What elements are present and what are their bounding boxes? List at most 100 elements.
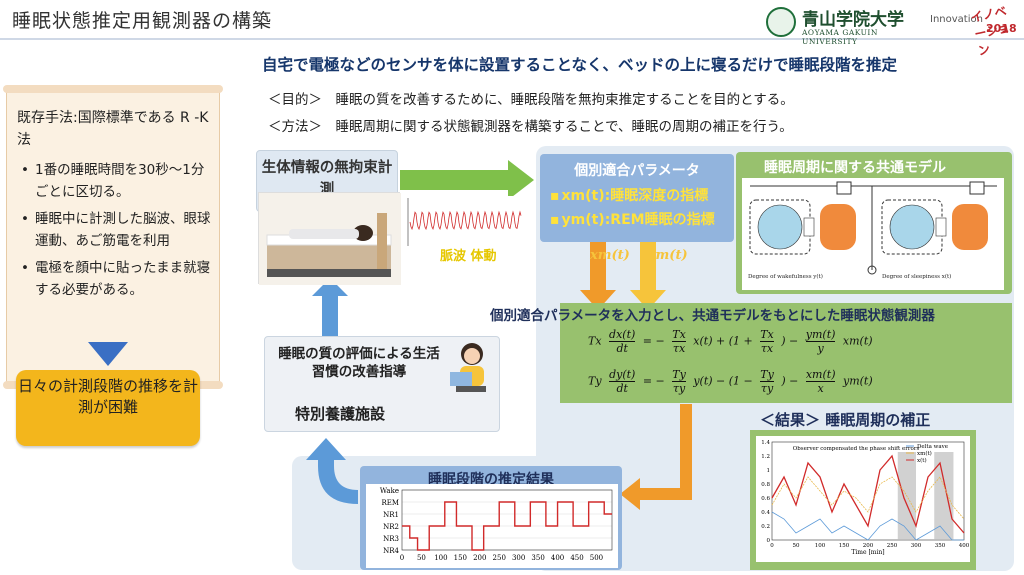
sleep-stage-tick: NR4: [383, 547, 399, 555]
eq1-t2: Tx: [672, 328, 686, 342]
eq2-t1: dt: [616, 382, 628, 395]
sleep-frame: [401, 489, 613, 551]
badge-innovation: Innovation: [930, 14, 983, 25]
result-y-tick: 1: [767, 468, 771, 474]
logo-en: AOYAMA GAKUIN UNIVERSITY: [802, 28, 878, 46]
list-item: 睡眠中に計測した脳波、眼球運動、あご筋電を利用: [21, 208, 217, 252]
result-x-tick: 150: [839, 543, 850, 549]
result-y-tick: 1.4: [761, 440, 770, 446]
ym-label: ym(t): [648, 248, 688, 263]
model-box: 睡眠周期に関する共通モデル Degree of wakeful: [736, 152, 1012, 294]
model-note-2: Degree of sleepiness x(t): [882, 273, 951, 280]
page-title: 睡眠状態推定用観測器の構築: [12, 10, 273, 32]
sleep-x-tick: 450: [570, 554, 583, 562]
method-text: ＜方法＞ 睡眠周期に関する状態観測器を構築することで、睡眠の周期の補正を行う。: [268, 119, 793, 135]
result-series-line: [771, 476, 965, 520]
arrow-up-blue-curve: [306, 438, 358, 504]
param-box: 個別適合パラメータ xm(t):睡眠深度の指標 ym(t):REM睡眠の指標: [540, 154, 734, 242]
observer-title: 個別適合パラメータを入力とし、共通モデルをもとにした睡眠状態観測器: [490, 308, 935, 324]
facility-label: 特別養護施設: [295, 405, 386, 423]
model-note-1: Degree of wakefulness y(t): [748, 273, 823, 280]
arrow-down-orange-result: [620, 404, 692, 510]
headline: 自宅で電極などのセンサを体に設置することなく、ベッドの上に寝るだけで睡眠段階を推…: [262, 56, 898, 74]
sleep-x-tick: 300: [512, 554, 525, 562]
arrow-down-yellow-y: [630, 242, 666, 310]
sleep-x-tick: 500: [590, 554, 603, 562]
down-arrow-icon: [88, 342, 128, 366]
eq1-t4: x(t) + (1 +: [693, 334, 753, 348]
list-item: 1番の睡眠時間を30秒～1分ごとに区切る。: [21, 159, 217, 203]
legend-entry: x(t): [917, 457, 927, 464]
result-y-tick: 0: [767, 538, 771, 544]
existing-method-scroll: 既存手法:国際標準である R -K法 1番の睡眠時間を30秒～1分ごとに区切る。…: [3, 85, 223, 389]
list-item: 電極を顔中に貼ったまま就寝する必要がある。: [21, 257, 217, 301]
sleep-x-tick: 400: [551, 554, 564, 562]
result-x-tick: 350: [935, 543, 946, 549]
result-x-tick: 100: [815, 543, 826, 549]
eq2-t7: xm(t): [805, 368, 836, 382]
result-y-tick: 0.8: [761, 482, 770, 488]
result-y-tick: 0.4: [761, 510, 770, 516]
eq1-t8: y: [817, 342, 824, 355]
result-x-tick: 400: [959, 543, 970, 549]
sleep-stage-tick: Wake: [380, 487, 399, 495]
eq1-lhs: Tx: [588, 334, 602, 348]
eq2-t4: y(t) − (1 −: [693, 374, 753, 388]
sleep-stage-tick: REM: [381, 499, 399, 507]
eq1-t0: dx(t): [609, 328, 636, 342]
eq1-t3: τx: [672, 342, 686, 355]
university-logo: 青山学院大学 AOYAMA GAKUIN UNIVERSITY: [766, 5, 926, 46]
eq2-t9: ym(t): [842, 374, 873, 388]
eq2-t3: τy: [672, 382, 686, 395]
param-title: 個別適合パラメータ: [574, 163, 700, 179]
sleep-x-tick: 0: [400, 554, 404, 562]
model-title: 睡眠周期に関する共通モデル: [764, 160, 946, 176]
badge-year: 2018: [986, 22, 1017, 35]
arrow-up-blue-left: [312, 278, 348, 336]
sleep-stage-tick: NR3: [383, 535, 399, 543]
eq1-t9: xm(t): [842, 334, 873, 348]
eq1-t5: Tx: [760, 328, 774, 342]
model-diagram: Degree of wakefulness y(t) Degree of sle…: [742, 178, 1004, 290]
improve-title: 睡眠の質の評価による生活習慣の改善指導: [278, 346, 440, 380]
sleep-stage-tick: NR2: [383, 523, 399, 531]
existing-list: 1番の睡眠時間を30秒～1分ごとに区切る。 睡眠中に計測した脳波、眼球運動、あご…: [21, 159, 217, 306]
pulse-wave-plot: [404, 196, 524, 248]
bed-photo: [258, 192, 401, 285]
sleep-x-tick: 100: [434, 554, 447, 562]
sleep-stage-tick: NR1: [383, 511, 399, 519]
result-note: Observer compensated the phase shift err…: [793, 446, 920, 452]
existing-lead: 既存手法:国際標準である R -K法: [17, 110, 209, 148]
logo-jp: 青山学院大学: [802, 10, 904, 30]
result-x-label: Time [min]: [851, 549, 884, 556]
sleep-stage-line: [402, 501, 612, 551]
person-laptop-icon: [444, 340, 496, 396]
eq2-t8: x: [817, 382, 824, 395]
arrow-right-green: [400, 160, 534, 200]
sleep-x-tick: 350: [531, 554, 544, 562]
purpose-text: ＜目的＞ 睡眠の質を改善するために、睡眠段階を無拘束推定することを目的とする。: [268, 92, 794, 108]
eq1-rhs: = −: [642, 334, 665, 348]
event-badge: Innovation イノベーション 2018: [930, 4, 1020, 58]
result-title: ＜結果＞ 睡眠周期の補正: [760, 411, 931, 429]
param-x: xm(t):睡眠深度の指標: [550, 188, 734, 204]
result-series-line: [771, 511, 964, 541]
eq2-t5: Ty: [760, 368, 774, 382]
sleep-x-tick: 150: [454, 554, 467, 562]
arrow-down-orange-x: [580, 242, 616, 310]
sleep-x-tick: 200: [473, 554, 486, 562]
result-y-tick: 1.2: [761, 454, 770, 460]
title-divider: [0, 38, 1024, 40]
eq1-t6: τx: [760, 342, 774, 355]
eq2-lhs: Ty: [588, 374, 602, 388]
eq1-t7: ym(t): [805, 328, 836, 342]
result-x-tick: 200: [863, 543, 874, 549]
sleep-x-tick: 50: [417, 554, 426, 562]
result-x-tick: 250: [887, 543, 898, 549]
result-y-tick: 0.2: [761, 524, 770, 530]
eq1-t1: dt: [616, 342, 628, 355]
